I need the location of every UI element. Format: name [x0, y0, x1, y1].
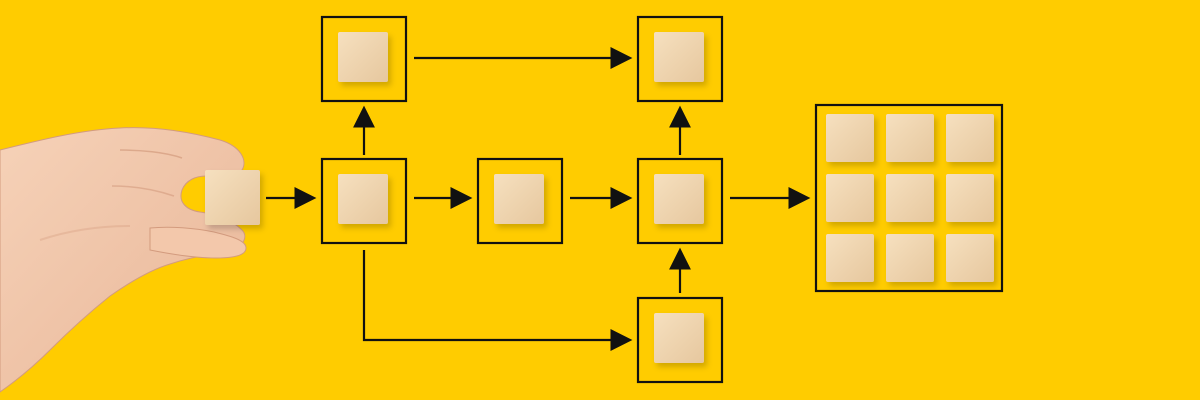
node-top-left	[320, 15, 408, 103]
node-top-right	[636, 15, 724, 103]
held-wooden-block	[205, 170, 260, 225]
grid-wooden-block	[946, 174, 994, 222]
grid-wooden-block	[946, 114, 994, 162]
arrow-mid-left-to-bottom-right	[362, 250, 633, 351]
hand-icon	[0, 127, 247, 393]
node-mid-center	[476, 157, 564, 245]
grid-wooden-block	[886, 234, 934, 282]
node-mid-right	[636, 157, 724, 245]
node-bottom-right	[636, 296, 724, 384]
grid-wooden-block	[826, 174, 874, 222]
node-mid-left	[320, 157, 408, 245]
grid-wooden-block	[886, 114, 934, 162]
grid-wooden-block	[946, 234, 994, 282]
grid-of-blocks-icon	[814, 103, 1004, 293]
grid-wooden-block	[886, 174, 934, 222]
grid-wooden-block	[826, 234, 874, 282]
grid-wooden-block	[826, 114, 874, 162]
